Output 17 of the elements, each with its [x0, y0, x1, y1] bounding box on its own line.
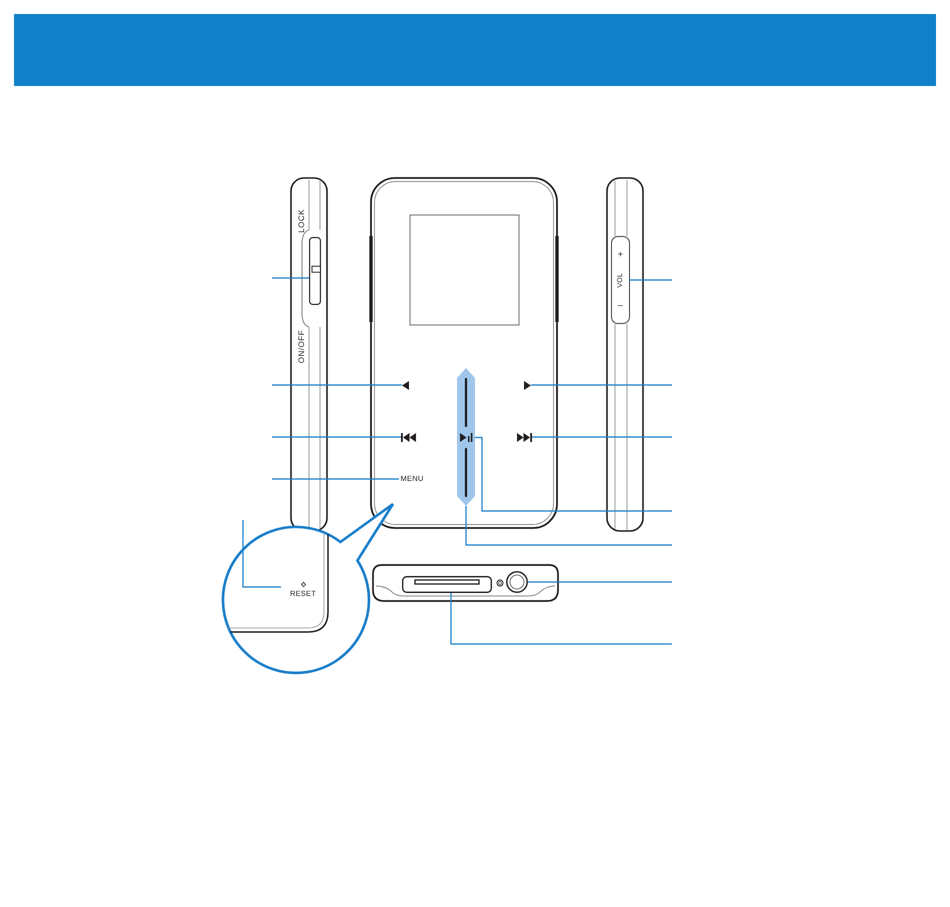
- leader-line: [272, 436, 401, 438]
- leader-line: [630, 279, 672, 281]
- power-label: ON/OFF: [298, 330, 306, 364]
- leader-line: [532, 436, 672, 438]
- plus-sign: +: [618, 250, 624, 260]
- leader-line: [531, 384, 672, 386]
- volume-rocker: [611, 236, 630, 324]
- leader-line: [528, 581, 672, 583]
- leader-line: [272, 277, 309, 279]
- leader-line: [473, 436, 672, 512]
- leader-line: [272, 384, 402, 386]
- leader-line: [272, 478, 399, 480]
- leader-line: [465, 506, 672, 546]
- lock-label: LOCK: [298, 209, 306, 233]
- leader-line: [450, 593, 672, 645]
- minus-sign: –: [618, 300, 624, 310]
- leader-line: [242, 520, 281, 588]
